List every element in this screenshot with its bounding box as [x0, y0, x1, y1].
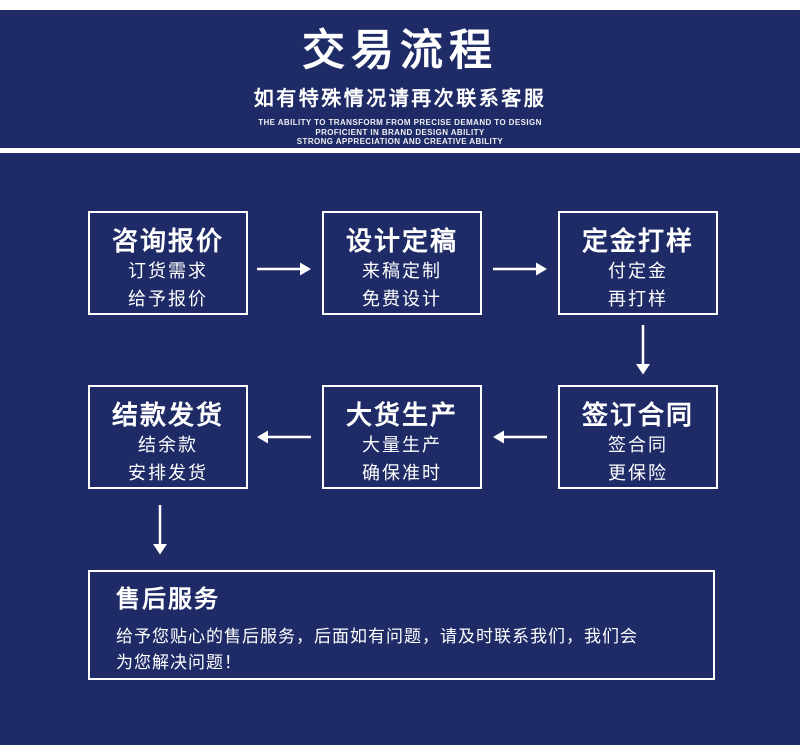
step-consult-quote: 咨询报价 订货需求 给予报价 [88, 211, 248, 315]
header-tagline: THE ABILITY TO TRANSFORM FROM PRECISE DE… [258, 118, 542, 147]
flowchart-area: 咨询报价 订货需求 给予报价 设计定稿 来稿定制 免费设计 定金打样 付定金 再… [0, 153, 800, 745]
step-line: 安排发货 [128, 463, 208, 483]
after-sales-desc-line-1: 给予您贴心的售后服务，后面如有问题，请及时联系我们，我们会 [116, 627, 638, 646]
arrow-right-icon [492, 259, 548, 279]
header-subtitle: 如有特殊情况请再次联系客服 [253, 88, 547, 111]
step-line: 订货需求 [128, 261, 208, 281]
arrow-left-icon [256, 427, 312, 447]
step-sign-contract: 签订合同 签合同 更保险 [558, 385, 718, 489]
step-design-finalize: 设计定稿 来稿定制 免费设计 [322, 211, 482, 315]
step-line: 更保险 [608, 463, 668, 483]
step-payment-shipping: 结款发货 结余款 安排发货 [88, 385, 248, 489]
arrow-down-icon [633, 325, 653, 375]
step-line: 再打样 [608, 289, 668, 309]
step-line: 大量生产 [362, 435, 442, 455]
page-title: 交易流程 [302, 27, 498, 75]
step-line: 免费设计 [362, 289, 442, 309]
step-line: 确保准时 [362, 463, 442, 483]
step-title: 设计定稿 [345, 226, 458, 256]
step-bulk-production: 大货生产 大量生产 确保准时 [322, 385, 482, 489]
arrow-left-icon [492, 427, 548, 447]
step-title: 大货生产 [345, 400, 458, 430]
tagline-line-1: THE ABILITY TO TRANSFORM FROM PRECISE DE… [258, 118, 542, 128]
step-line: 签合同 [608, 435, 668, 455]
step-title: 签订合同 [581, 400, 694, 430]
step-title: 结款发货 [111, 400, 224, 430]
after-sales-title: 售后服务 [116, 586, 220, 613]
tagline-line-3: STRONG APPRECIATION AND CREATIVE ABILITY [296, 137, 504, 147]
step-line: 给予报价 [128, 289, 208, 309]
step-deposit-sample: 定金打样 付定金 再打样 [558, 211, 718, 315]
step-line: 结余款 [138, 435, 198, 455]
arrow-down-icon [150, 505, 170, 555]
header-band: 交易流程 如有特殊情况请再次联系客服 THE ABILITY TO TRANSF… [0, 10, 800, 148]
after-sales-box: 售后服务 给予您贴心的售后服务，后面如有问题，请及时联系我们，我们会 为您解决问… [88, 570, 715, 680]
after-sales-desc-line-2: 为您解决问题！ [116, 653, 242, 672]
after-sales-description: 给予您贴心的售后服务，后面如有问题，请及时联系我们，我们会 为您解决问题！ [116, 624, 687, 676]
step-title: 咨询报价 [111, 226, 224, 256]
step-line: 付定金 [608, 261, 668, 281]
arrow-right-icon [256, 259, 312, 279]
step-line: 来稿定制 [362, 261, 442, 281]
tagline-line-2: PROFICIENT IN BRAND DESIGN ABILITY [315, 127, 485, 137]
step-title: 定金打样 [581, 226, 694, 256]
